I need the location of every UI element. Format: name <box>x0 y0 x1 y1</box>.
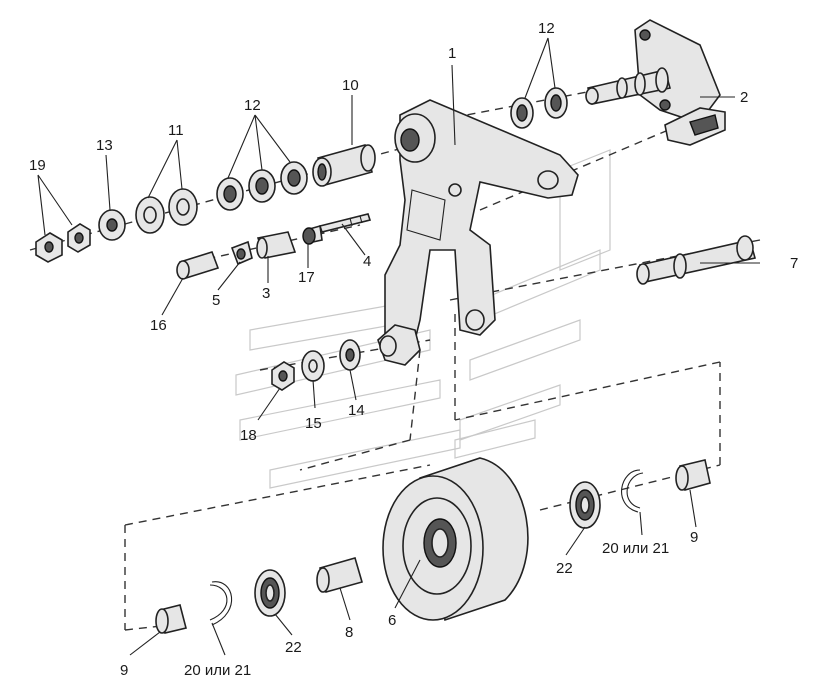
nut-18-washers-14-15 <box>271 339 361 391</box>
part-labels: 1 2 12 10 12 11 13 19 7 4 17 3 5 16 14 1… <box>29 20 798 679</box>
sleeve-part-10 <box>312 144 376 187</box>
plate-part-2 <box>585 19 726 146</box>
bracket-part-1 <box>377 99 579 366</box>
label-part-8: 8 <box>345 624 353 641</box>
label-part-11: 11 <box>168 122 184 139</box>
label-part-12-top: 12 <box>538 20 555 37</box>
pin-assembly-parts-3-4-5-16-17 <box>176 213 372 280</box>
label-part-12-left: 12 <box>244 97 261 114</box>
washers-part-11-13-nuts-19 <box>35 188 198 263</box>
label-part-9-left: 9 <box>120 662 128 679</box>
background-hatching <box>235 149 611 489</box>
label-part-7: 7 <box>790 255 798 272</box>
label-part-2: 2 <box>740 89 748 106</box>
label-part-16: 16 <box>150 317 167 334</box>
label-part-1: 1 <box>448 45 456 62</box>
label-part-5: 5 <box>212 292 220 309</box>
pulley-part-6 <box>382 457 529 622</box>
label-part-14: 14 <box>348 402 365 419</box>
bearings-rings-bushings <box>155 459 711 634</box>
label-part-6: 6 <box>388 612 396 629</box>
label-part-3: 3 <box>262 285 270 302</box>
label-part-15: 15 <box>305 415 322 432</box>
shaft-part-7 <box>636 235 756 285</box>
washers-part-12-top <box>510 87 568 129</box>
label-part-13: 13 <box>96 137 113 154</box>
label-part-19: 19 <box>29 157 46 174</box>
label-part-17: 17 <box>298 269 315 286</box>
label-part-22-right: 22 <box>556 560 573 577</box>
label-part-4: 4 <box>363 253 371 270</box>
label-part-22-left: 22 <box>285 639 302 656</box>
washers-part-12-left <box>216 161 308 211</box>
label-part-9-right: 9 <box>690 529 698 546</box>
label-part-20-21-left: 20 или 21 <box>184 662 251 679</box>
label-part-20-21-right: 20 или 21 <box>602 540 669 557</box>
label-part-18: 18 <box>240 427 257 444</box>
leader-lines <box>37 37 760 656</box>
label-part-10: 10 <box>342 77 359 94</box>
